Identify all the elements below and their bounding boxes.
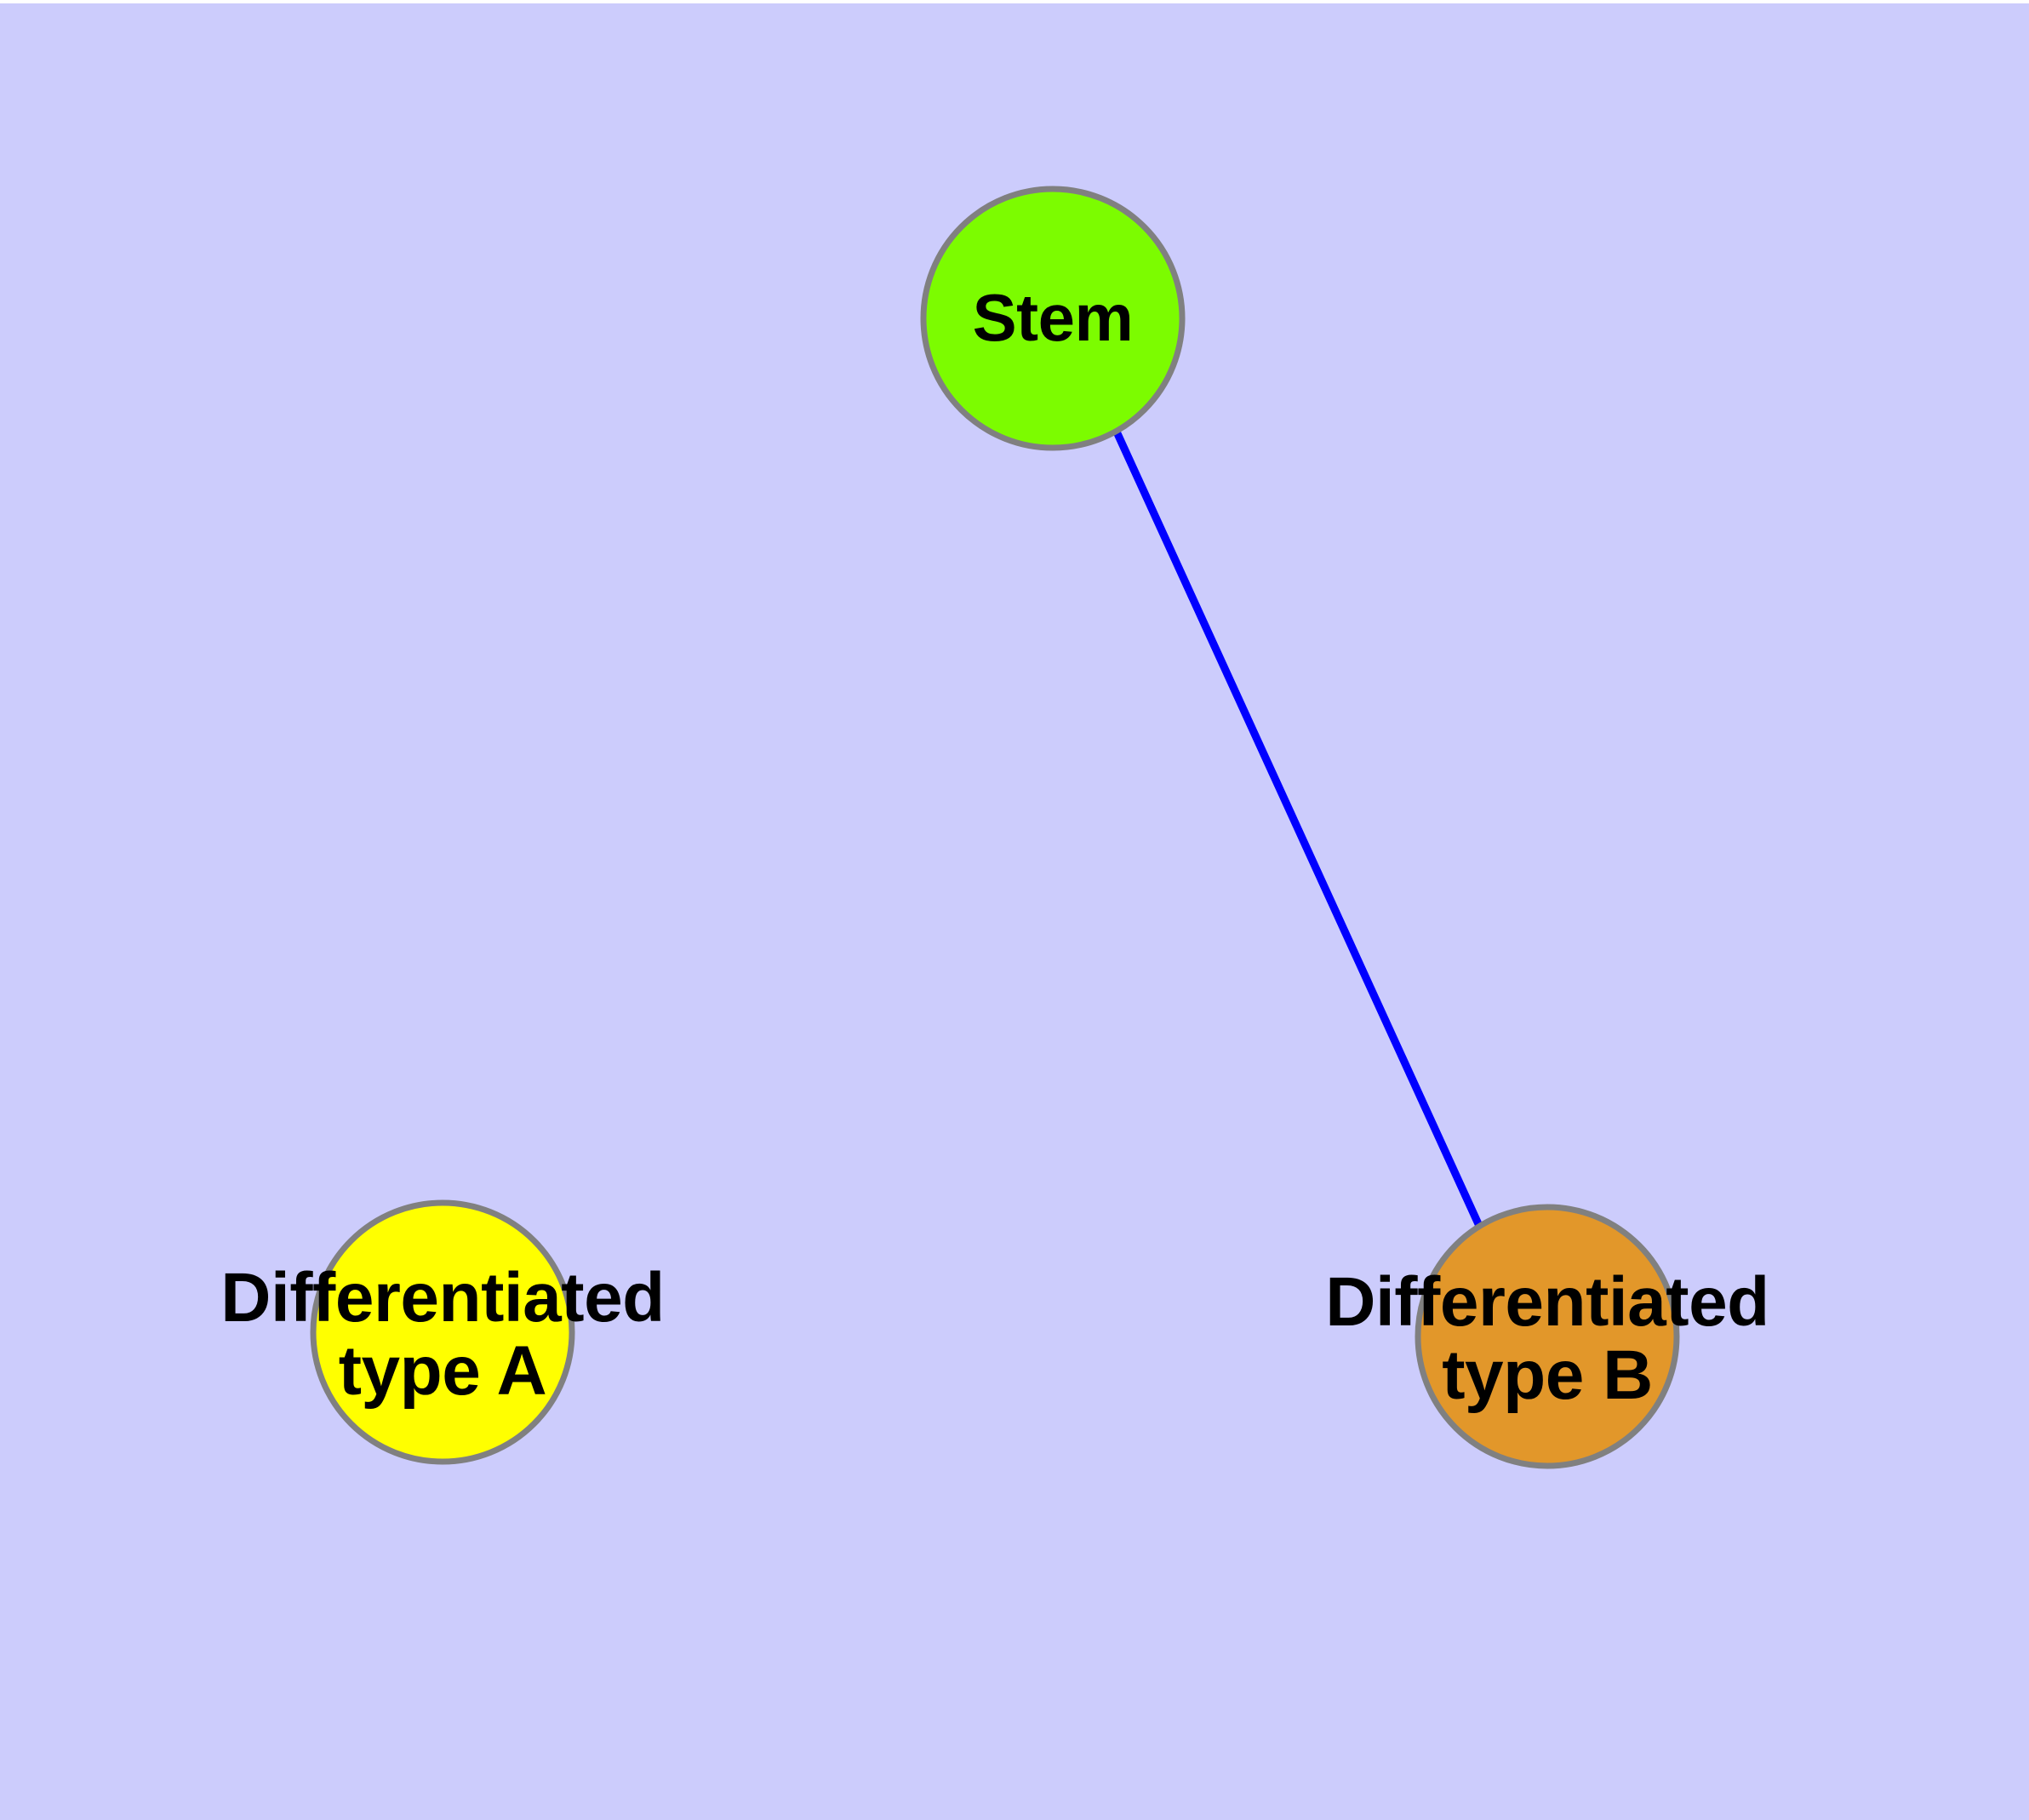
canvas-top-border xyxy=(0,0,2029,3)
node-differentiated-type-b[interactable] xyxy=(1415,1204,1680,1469)
node-layer xyxy=(310,186,1680,1469)
node-differentiated-type-a[interactable] xyxy=(310,1199,575,1465)
edge-layer xyxy=(1112,428,1483,1228)
edge-stem-to-differentiated-type-b[interactable] xyxy=(1112,428,1483,1228)
node-stem[interactable] xyxy=(920,186,1186,451)
